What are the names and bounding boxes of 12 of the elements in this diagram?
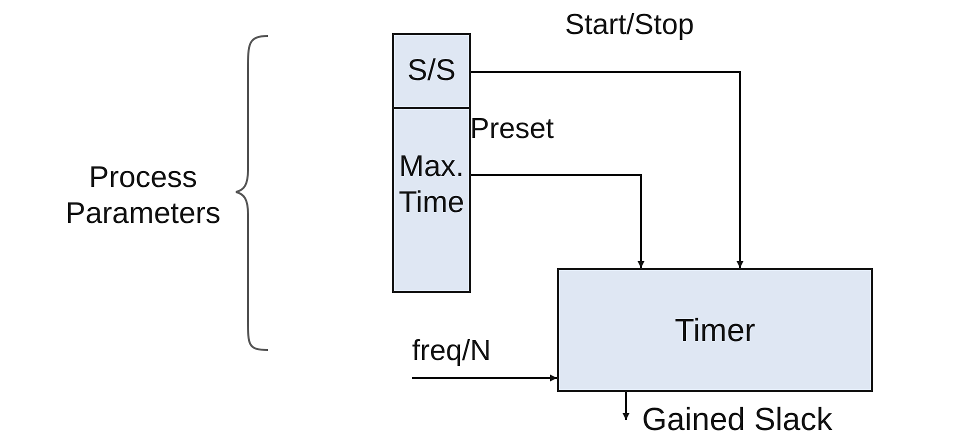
arrow xyxy=(471,71,744,268)
arrow xyxy=(412,374,557,382)
arrow xyxy=(622,392,630,420)
process-box: Max. Time xyxy=(392,107,471,293)
edge-label: freq/N xyxy=(412,334,491,369)
process-box: S/S xyxy=(392,33,471,109)
edge-label: Preset xyxy=(470,112,554,147)
process-box: Timer xyxy=(557,268,873,392)
edge-label: Start/Stop xyxy=(565,8,694,43)
group-label: Process Parameters xyxy=(64,160,222,232)
edge-label: Gained Slack xyxy=(642,400,832,438)
arrow xyxy=(471,174,644,268)
